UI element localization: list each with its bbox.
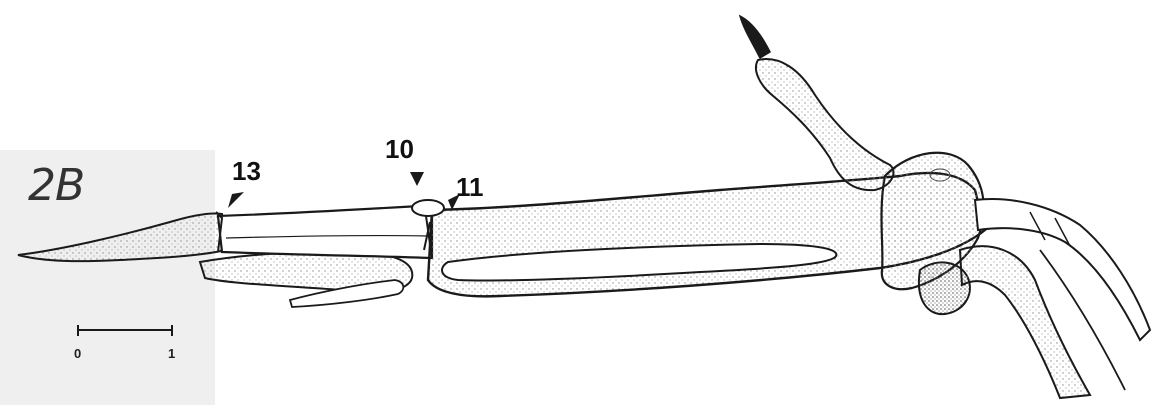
raised-digit-claw: [740, 16, 770, 58]
panel-label: 2B: [28, 160, 84, 211]
callout-11: 11: [456, 172, 484, 203]
callout-10: 10: [385, 134, 414, 165]
callout-13-arrow: [228, 192, 244, 208]
scale-bar-start-label: 0: [74, 346, 81, 361]
scale-bar-end-label: 1: [168, 346, 175, 361]
callout-13: 13: [232, 156, 261, 187]
phalanx-segment: [218, 206, 432, 258]
raised-digit: [756, 59, 894, 190]
lower-forearm: [960, 246, 1090, 398]
sesamoid-10: [412, 200, 444, 216]
callout-10-arrow: [410, 172, 424, 186]
